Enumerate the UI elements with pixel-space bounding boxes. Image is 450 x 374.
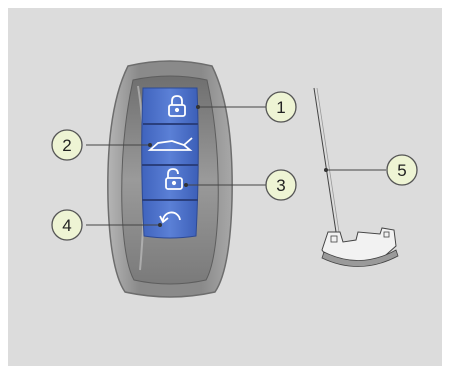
- key-head-notch: [383, 231, 390, 238]
- key-head-rim: [321, 249, 399, 267]
- leader-dot: [324, 168, 328, 172]
- callout-4: 4: [51, 209, 83, 241]
- callout-label: 3: [276, 176, 285, 195]
- leader-dots: [148, 105, 328, 227]
- callout-1: 1: [265, 91, 297, 123]
- callout-3: 3: [265, 169, 297, 201]
- mechanical-key: [313, 87, 399, 267]
- lock-icon: [168, 95, 186, 117]
- leader-dot: [196, 105, 200, 109]
- callout-5: 5: [386, 154, 418, 186]
- leader-lines: [86, 106, 386, 226]
- key-head-notch: [330, 235, 338, 243]
- callout-label: 4: [62, 216, 71, 235]
- remote-start-icon: [159, 211, 181, 224]
- key-blade-edge: [316, 87, 340, 233]
- unlock-button[interactable]: [165, 168, 183, 190]
- callout-2: 2: [51, 129, 83, 161]
- button-panel: [141, 87, 199, 239]
- trunk-button[interactable]: [147, 137, 193, 151]
- key-fob: [107, 60, 233, 298]
- callout-label: 5: [397, 161, 406, 180]
- remote-start-button[interactable]: [159, 211, 181, 224]
- unlock-icon: [165, 168, 183, 190]
- lock-button[interactable]: [168, 95, 186, 117]
- callout-label: 1: [276, 98, 285, 117]
- leader-dot: [148, 143, 152, 147]
- key-blade: [313, 87, 337, 233]
- callout-label: 2: [62, 136, 71, 155]
- leader-dot: [184, 183, 188, 187]
- trunk-icon: [147, 137, 193, 151]
- leader-dot: [158, 223, 162, 227]
